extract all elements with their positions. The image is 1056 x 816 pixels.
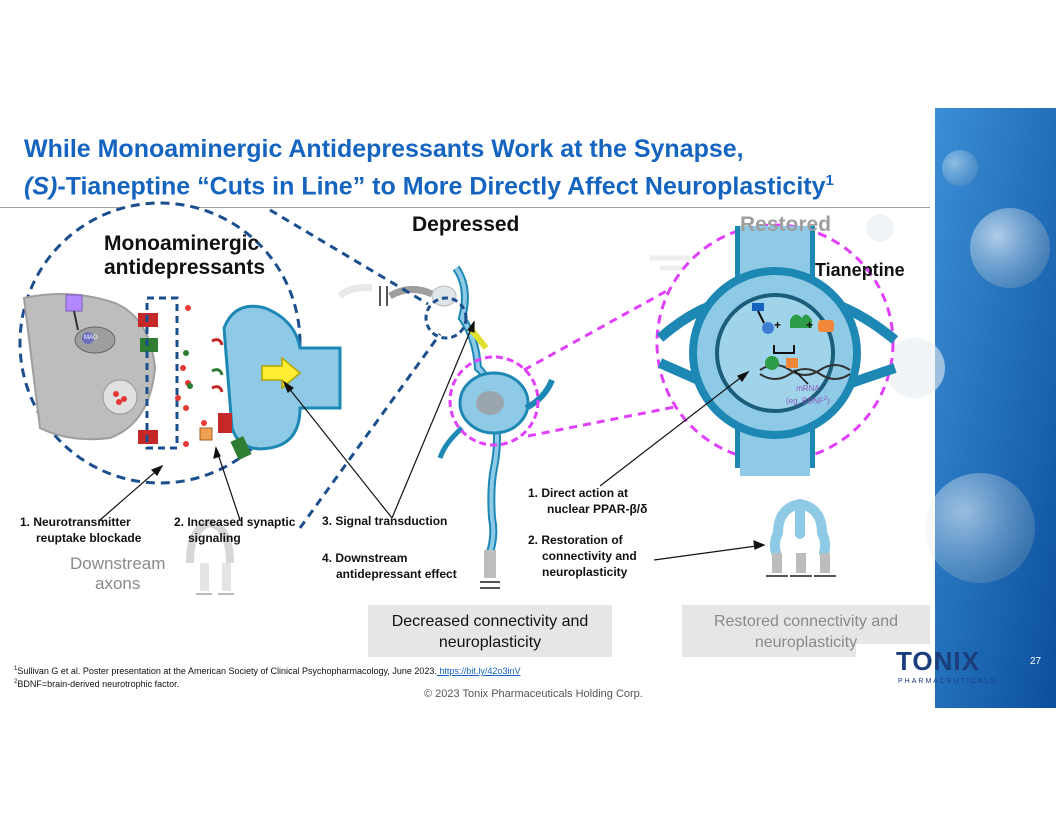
footnote-1: 1Sullivan G et al. Poster presentation a…	[14, 666, 521, 676]
title-divider	[0, 207, 930, 208]
plus-sign-1: +	[774, 318, 782, 332]
annotation-arrows	[99, 320, 766, 561]
restored-connectivity-box: Restored connectivity and neuroplasticit…	[713, 613, 899, 651]
restored-downstream-axons	[766, 498, 836, 577]
page-number: 27	[1030, 656, 1042, 667]
depressed-label: Depressed	[412, 213, 520, 236]
presynaptic-axon	[388, 286, 434, 300]
faded-synapse-bg	[337, 255, 690, 299]
copyright: © 2023 Tonix Pharmaceuticals Holding Cor…	[424, 688, 643, 700]
footnote-2: 2BDNF=brain-derived neurotrophic factor.	[14, 679, 180, 689]
step3-label: 3. Signal transduction	[322, 514, 448, 528]
mao-label: MAO	[84, 335, 98, 341]
footnote-link[interactable]: https://bit.ly/42o3inV	[436, 666, 521, 676]
slide: While Monoaminergic Antidepressants Work…	[0, 108, 1056, 708]
mrna-label: mRNA(eg, BDNF2)	[786, 384, 830, 406]
tianeptine-zoom-circle	[655, 223, 899, 476]
plus-sign-2: +	[806, 318, 814, 332]
logo-subtext: PHARMACEUTICALS	[898, 678, 998, 685]
neuron-diagram	[18, 201, 930, 657]
logo-text: TONIX	[896, 646, 980, 676]
downstream-axons-left	[186, 518, 234, 595]
tianeptine-label: Tianeptine	[815, 260, 905, 280]
restored-label: Restored	[740, 213, 832, 236]
depressed-neuron	[431, 265, 555, 589]
page-title: While Monoaminergic Antidepressants Work…	[24, 135, 834, 201]
monoaminergic-zoom-circle	[18, 201, 342, 485]
decreased-connectivity-box: Decreased connectivity and neuroplastici…	[391, 613, 589, 651]
decorative-background	[866, 108, 1056, 708]
tonix-logo: TONIX PHARMACEUTICALS	[856, 644, 995, 696]
decreased-box-bg	[368, 605, 612, 657]
